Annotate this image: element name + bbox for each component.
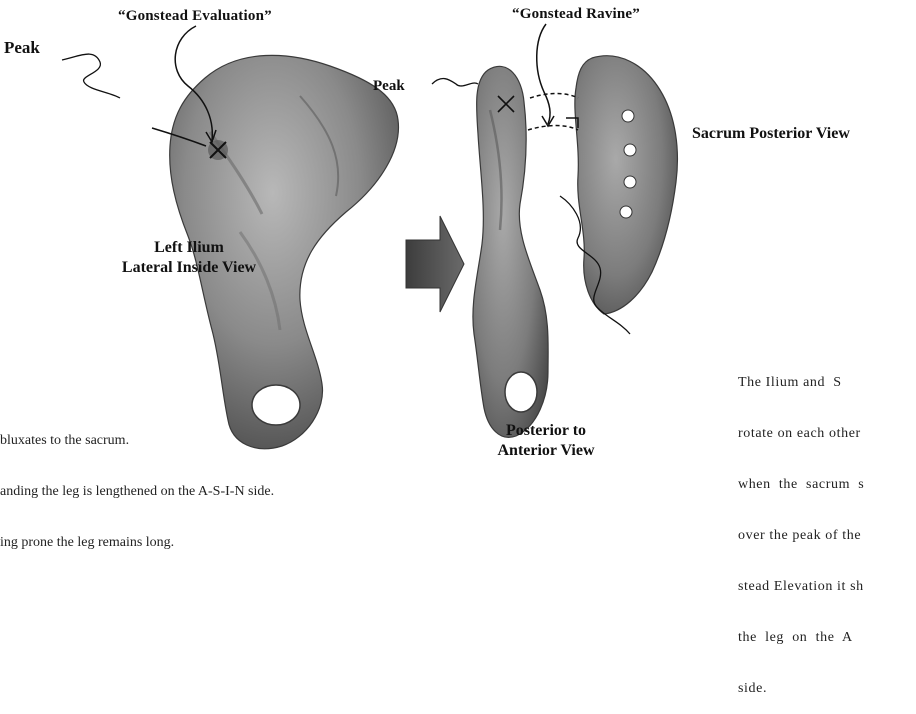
right-paragraph-line: when the sacrum s (738, 476, 864, 493)
posterior-label-line-2: Anterior View (486, 441, 606, 461)
transition-arrow (406, 216, 464, 312)
bottom-text-block: bluxates to the sacrum. anding the leg i… (0, 398, 274, 568)
ilium-label-line-2: Lateral Inside View (104, 258, 274, 278)
bottom-text-line: bluxates to the sacrum. (0, 432, 274, 449)
peak-center-label: Peak (373, 78, 405, 95)
right-paragraph-line: over the peak of the (738, 527, 864, 544)
bottom-text-line: ing prone the leg remains long. (0, 534, 274, 551)
bottom-text-line: anding the leg is lengthened on the A-S-… (0, 483, 274, 500)
posterior-view-label: Posterior to Anterior View (486, 421, 606, 461)
right-paragraph-line: the leg on the A (738, 629, 864, 646)
peak-left-squiggle (62, 54, 120, 98)
page: { "titles": { "evaluation": "“Gonstead E… (0, 0, 916, 464)
ravine-pointer (528, 24, 578, 130)
gonstead-evaluation-title: “Gonstead Evaluation” (118, 8, 272, 25)
posterior-ilium-bone (473, 66, 548, 437)
ilium-label-line-1: Left Ilium (104, 238, 274, 258)
peak-center-squiggle (432, 79, 478, 86)
gonstead-ravine-title: “Gonstead Ravine” (512, 6, 640, 23)
right-paragraph-line: stead Elevation it sh (738, 578, 864, 595)
right-paragraph-line: rotate on each other (738, 425, 864, 442)
right-paragraph-line: side. (738, 680, 864, 697)
sacrum-view-label: Sacrum Posterior View (692, 124, 850, 144)
right-paragraph: The Ilium and S rotate on each other whe… (738, 340, 864, 714)
ilium-label: Left Ilium Lateral Inside View (104, 238, 274, 278)
sacrum-bone (575, 56, 678, 314)
right-paragraph-line: The Ilium and S (738, 374, 864, 391)
posterior-label-line-1: Posterior to (486, 421, 606, 441)
peak-left-label: Peak (4, 38, 40, 58)
